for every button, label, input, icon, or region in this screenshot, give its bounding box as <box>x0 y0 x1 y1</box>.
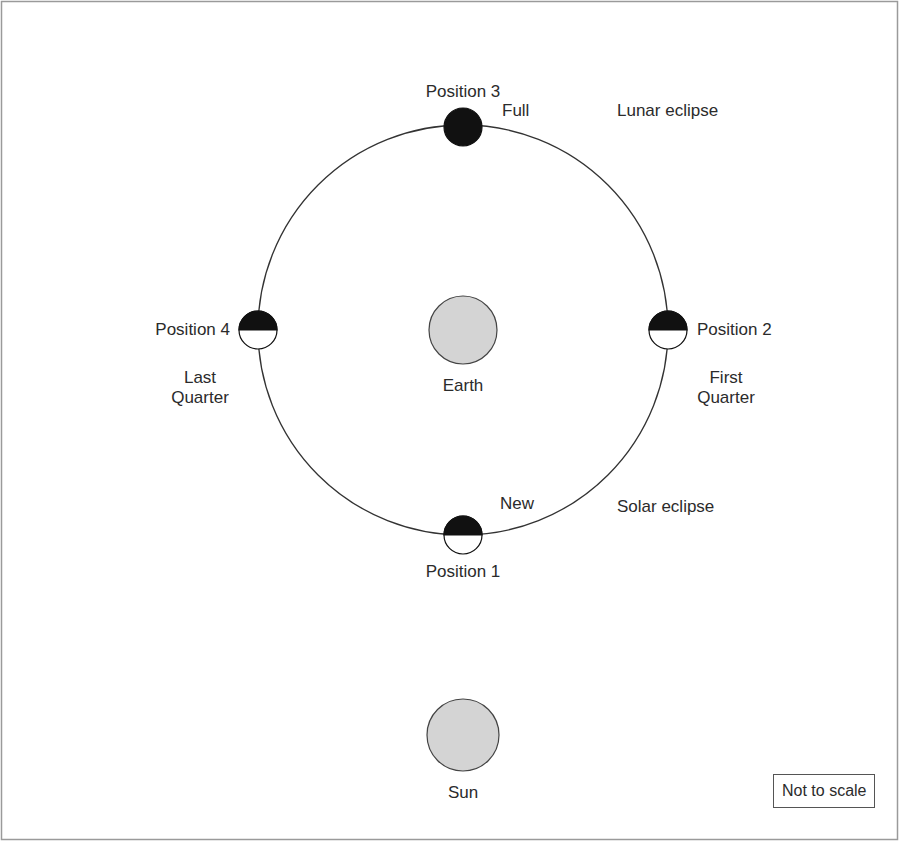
moon-last-quarter: Position 4Last Quarter <box>238 310 278 350</box>
position-label: Position 4 <box>153 320 232 340</box>
position-label: Position 3 <box>424 82 503 102</box>
body-shape <box>648 310 688 350</box>
body-shape <box>443 107 483 147</box>
moon-lit <box>239 311 277 349</box>
note-text: Not to scale <box>782 781 866 801</box>
phase-label: First Quarter <box>682 368 770 408</box>
eclipse-note: Lunar eclipse <box>615 101 720 121</box>
body-label: Earth <box>441 376 486 396</box>
moon-orbit <box>258 125 668 535</box>
moon-dark <box>444 108 482 146</box>
phase-label: Full <box>500 101 531 121</box>
phase-label: Last Quarter <box>156 368 244 408</box>
body-label: Sun <box>446 783 480 803</box>
moon-full: Position 3Full <box>443 107 483 147</box>
moon-lit <box>444 516 482 554</box>
sun-circle: Sun <box>426 698 500 772</box>
moon-first-quarter: Position 2First Quarter <box>648 310 688 350</box>
moon-new: Position 1New <box>443 515 483 555</box>
body-shape <box>238 310 278 350</box>
position-label: Position 1 <box>424 562 503 582</box>
body-disc <box>427 699 499 771</box>
phase-label: New <box>498 494 536 514</box>
body-shape <box>443 515 483 555</box>
eclipse-note: Solar eclipse <box>615 497 716 517</box>
moon-dark-half <box>239 311 277 330</box>
earth-circle: Earth <box>428 295 498 365</box>
moon-dark-half <box>649 311 687 330</box>
scale-note-box: Not to scale <box>773 774 875 808</box>
position-label: Position 2 <box>695 320 774 340</box>
body-shape <box>426 698 500 772</box>
moon-lit <box>649 311 687 349</box>
moon-dark-half <box>444 516 482 535</box>
body-shape <box>428 295 498 365</box>
body-disc <box>429 296 497 364</box>
